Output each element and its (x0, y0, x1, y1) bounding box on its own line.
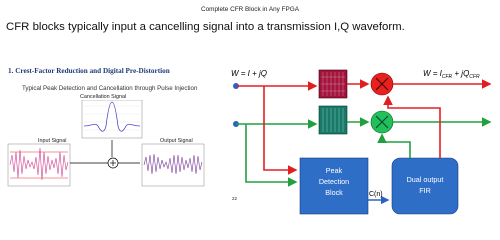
fir-to-red-multiplier (383, 95, 441, 158)
cfr-block-diagram: W = I + jQ W = ICFR + jQCFR Peak Detecti… (231, 69, 492, 215)
page-number: 22 (232, 196, 238, 201)
left-adder-icon (107, 157, 119, 169)
fir-to-green-multiplier (377, 133, 411, 158)
cancellation-plot (81, 100, 143, 139)
peak-block-line3: Block (325, 188, 343, 197)
section-title: 1. Crest-Factor Reduction and Digital Pr… (8, 67, 170, 75)
multiplier-green-icon (370, 110, 394, 134)
green-tap-to-peak (245, 124, 298, 187)
input-signal-plot (7, 143, 71, 187)
section-subtitle: Typical Peak Detection and Cancellation … (22, 85, 198, 92)
red-tap-to-peak (263, 86, 298, 175)
green-delay-block (318, 105, 348, 135)
cancellation-signal-label: Cancellation Signal (80, 94, 127, 100)
output-signal-plot (141, 143, 205, 187)
w-output-label: W = ICFR + jQCFR (423, 69, 480, 80)
output-signal-label: Output Signal (160, 138, 193, 144)
input-signal-label: Input Signal (38, 138, 67, 144)
peak-block-line2: Detection (319, 177, 349, 186)
slide-header: Complete CFR Block in Any FPGA (200, 6, 300, 13)
slide-title: CFR blocks typically input a cancelling … (6, 21, 405, 33)
multiplier-red-icon (370, 72, 394, 96)
peak-block-line1: Peak (326, 166, 343, 175)
pulse-injection-figure (7, 100, 205, 187)
fir-block-line1: Dual output (407, 175, 444, 184)
cn-label: C(n) (369, 191, 383, 198)
dual-output-fir-block (391, 157, 459, 215)
peak-detection-block (299, 157, 369, 215)
w-input-label: W = I + jQ (231, 69, 267, 78)
fir-block-line2: FIR (419, 186, 431, 195)
